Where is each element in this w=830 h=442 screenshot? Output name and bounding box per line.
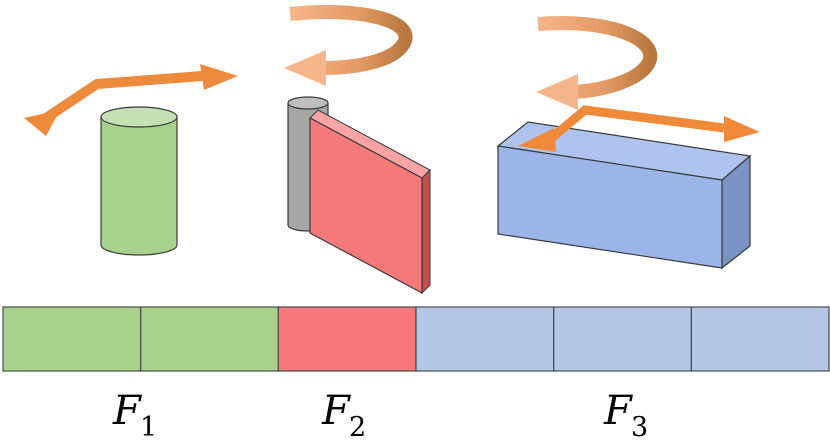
label-f3-sub: 3 [631,412,648,442]
bar-segment-f1-1 [2,306,142,372]
bar-segment-f2-3 [277,306,417,372]
box-front [497,145,723,269]
bar-segment-f3-4 [415,306,555,372]
door-front [309,116,423,295]
feature-bar [2,306,830,372]
label-f1-main: F [112,388,142,434]
cylinder-top [100,106,178,128]
translation-arrow-2 [518,105,760,152]
label-f2-sub: 2 [349,412,366,442]
cylinder-body [100,116,178,256]
translation-arrow-1 [24,64,238,136]
label-f1-sub: 1 [140,412,157,442]
hinge-top [287,96,329,110]
blue-box [496,121,752,270]
label-f3-main: F [603,388,633,434]
bar-segment-f3-5 [553,306,692,372]
label-f2-main: F [321,388,351,434]
label-f3: F 3 [603,388,648,442]
rotation-arrow-1 [284,5,413,86]
red-door [309,109,431,295]
label-f1: F 1 [112,388,157,442]
rotation-arrow-2 [536,16,658,110]
green-cylinder [100,106,178,256]
bar-segment-f1-2 [140,306,279,372]
bar-segment-f3-6 [690,306,830,372]
label-f2: F 2 [321,388,366,442]
door-side-edge [421,168,431,295]
